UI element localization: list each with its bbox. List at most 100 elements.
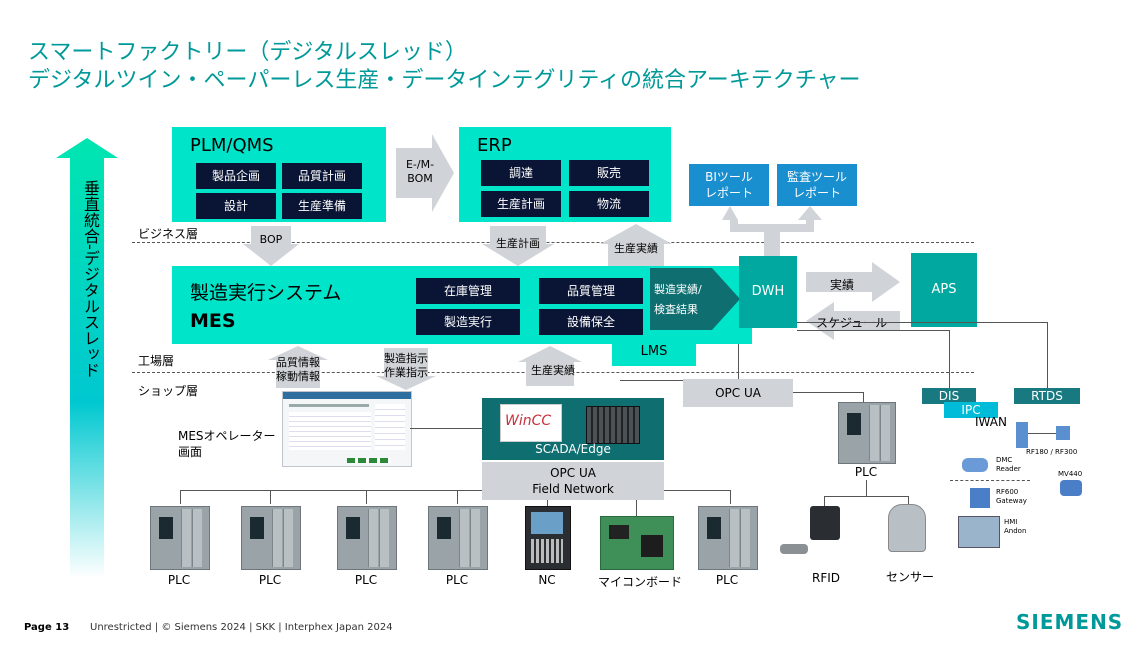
dwh-box: DWH — [739, 256, 797, 328]
connector-line — [620, 380, 683, 381]
plc-device-icon — [150, 506, 210, 570]
dis-box: DIS — [922, 388, 976, 404]
device-label: NC — [538, 573, 556, 587]
iot-divider — [950, 480, 1030, 481]
connector-line — [1028, 433, 1056, 434]
rf600-gateway-icon — [970, 488, 990, 508]
nc-controller-icon — [525, 506, 571, 570]
connector-line — [366, 490, 367, 504]
hmi-andon-icon — [958, 516, 1000, 548]
title-line-1: スマートファクトリー（デジタルスレッド） — [28, 40, 467, 65]
mes-item: 在庫管理 — [416, 278, 520, 304]
mes-operator-label: MESオペレーター 画面 — [178, 429, 276, 459]
rfid-label: RFID — [811, 571, 841, 585]
plc-device-icon — [698, 506, 758, 570]
connector-line — [457, 490, 458, 504]
scada-edge-box: WinCC SCADA/Edge — [482, 398, 664, 460]
rtds-box: RTDS — [1014, 388, 1080, 404]
schedule-label: スケジュール — [816, 316, 888, 330]
mes-operator-screen — [282, 391, 412, 467]
connector-line — [180, 490, 181, 504]
prod-result-low-label: 生産実績 — [531, 364, 575, 377]
connector-line — [270, 490, 271, 504]
rf-antenna-icon — [1056, 426, 1070, 440]
plm-title: PLM/QMS — [190, 135, 274, 156]
connector-line — [636, 500, 637, 516]
prod-plan-arrow-icon — [482, 226, 554, 266]
prod-plan-label: 生産計画 — [496, 237, 540, 250]
erp-item: 生産計画 — [481, 191, 561, 217]
mfg-result-label: 製造実績/ 検査結果 — [654, 283, 702, 316]
erp-box: ERP 調達 販売 生産計画 物流 — [459, 127, 671, 222]
connector-line — [547, 500, 548, 506]
plm-item: 品質計画 — [282, 163, 362, 189]
rfid-antenna-icon — [780, 544, 808, 554]
connector-line — [949, 330, 950, 388]
mes-item: 品質管理 — [539, 278, 643, 304]
device-label: PLC — [167, 573, 191, 587]
bop-arrow-icon — [243, 226, 299, 266]
erp-title: ERP — [477, 135, 512, 156]
prod-result-up-label: 生産実績 — [614, 242, 658, 255]
connector-line — [1047, 322, 1048, 388]
wincc-logo-text: WinCC — [505, 413, 552, 429]
rf-label: RF180 / RF300 — [1026, 448, 1078, 456]
business-layer-label: ビジネス層 — [138, 227, 199, 241]
connector-line — [738, 344, 739, 379]
prod-result-low-arrow-icon — [518, 346, 582, 386]
quality-info-arrow-icon — [268, 346, 328, 388]
mes-item: 製造実行 — [416, 309, 520, 335]
opc-ua-top-box: OPC UA — [683, 379, 793, 407]
prod-result-up-arrow-icon — [600, 224, 672, 266]
connector-line — [866, 480, 867, 496]
dmc-label: DMC Reader — [996, 456, 1021, 473]
connector-line — [797, 330, 949, 331]
dwh-to-reports-arrow-icon — [722, 206, 822, 258]
vertical-arrow-label: 垂直統合-デジタルスレッド — [81, 180, 100, 378]
ipc-box: IPC — [944, 402, 998, 418]
plm-qms-box: PLM/QMS 製品企画 品質計画 設計 生産準備 — [172, 127, 386, 222]
rfid-reader-icon — [810, 506, 840, 540]
plm-item: 生産準備 — [282, 193, 362, 219]
rf600-label: RF600 Gateway — [996, 488, 1027, 505]
connector-line — [908, 496, 909, 504]
mes-subtitle: MES — [190, 310, 236, 332]
plc-device-icon — [428, 506, 488, 570]
connector-line — [824, 496, 908, 497]
opc-field-network-box: OPC UA Field Network — [482, 462, 664, 500]
mes-item: 設備保全 — [539, 309, 643, 335]
mfg-result-arrow-icon — [650, 268, 740, 330]
device-label: PLC — [445, 573, 469, 587]
quality-info-label: 品質情報 稼動情報 — [276, 356, 320, 383]
rf-reader-icon — [1016, 422, 1028, 448]
wincc-logo: WinCC — [500, 404, 562, 442]
business-layer-line — [132, 242, 974, 243]
title-line-2: デジタルツイン・ペーパーレス生産・データインテグリティの統合アーキテクチャー — [28, 68, 861, 93]
connector-line — [797, 322, 1047, 323]
scada-label: SCADA/Edge — [535, 442, 611, 456]
page-number: Page 13 — [24, 622, 70, 633]
bop-label: BOP — [259, 233, 283, 246]
plc-device-icon — [337, 506, 397, 570]
hmi-label: HMI Andon — [1004, 518, 1027, 535]
plc-device-icon — [241, 506, 301, 570]
device-label: マイコンボード — [597, 575, 682, 589]
mv-label: MV440 — [1058, 470, 1083, 478]
connector-line — [863, 392, 864, 402]
factory-layer-label: 工場層 — [138, 354, 175, 368]
connector-line — [730, 490, 731, 504]
ebom-arrow-icon — [396, 134, 454, 212]
field-bus-line — [664, 490, 730, 491]
iwan-label: IWAN — [975, 415, 1007, 429]
erp-item: 販売 — [569, 160, 649, 186]
plm-item: 製品企画 — [196, 163, 276, 189]
mes-title: 製造実行システム — [190, 282, 342, 304]
sensor-icon — [888, 504, 926, 552]
mfg-instruction-label: 製造指示 作業指示 — [384, 352, 428, 379]
shop-layer-label: ショップ層 — [138, 384, 199, 398]
siemens-logo: SIEMENS — [1016, 610, 1124, 634]
device-label: PLC — [715, 573, 739, 587]
connector-line — [410, 428, 482, 429]
footer-info: Unrestricted | © Siemens 2024 | SKK | In… — [90, 622, 393, 633]
edge-device-icon — [586, 406, 640, 444]
